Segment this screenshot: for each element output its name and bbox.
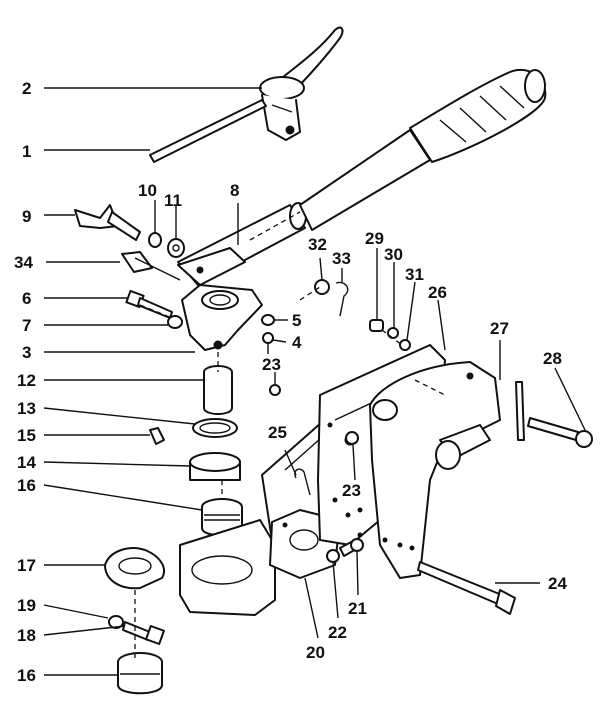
label-15: 15 <box>17 426 36 445</box>
label-21: 21 <box>348 599 367 618</box>
label-24: 24 <box>548 574 567 593</box>
label-5: 5 <box>292 311 301 330</box>
part-17-clamp <box>104 547 165 590</box>
label-25: 25 <box>268 423 287 442</box>
label-32: 32 <box>308 235 327 254</box>
part-6-bolt <box>125 289 173 319</box>
part-14-bushing <box>189 452 241 481</box>
label-29: 29 <box>365 229 384 248</box>
label-27: 27 <box>490 319 509 338</box>
part-32-washer <box>314 279 330 295</box>
part-25-cotter-pin <box>294 468 311 496</box>
label-10: 10 <box>138 181 157 200</box>
label-19: 19 <box>17 596 36 615</box>
label-14: 14 <box>17 453 36 472</box>
label-1: 1 <box>22 142 31 161</box>
label-16-upper: 16 <box>17 476 36 495</box>
part-12-bushing <box>203 365 233 415</box>
label-4: 4 <box>292 333 302 352</box>
part-7-washer <box>167 315 183 329</box>
part-18-bolt <box>122 621 165 645</box>
part-1-link-rod <box>149 99 267 163</box>
label-11: 11 <box>164 191 182 210</box>
label-7: 7 <box>22 316 31 335</box>
part-22-washer <box>326 549 340 563</box>
label-16-lower: 16 <box>17 666 36 685</box>
part-number-labels: 2 1 9 34 6 7 3 12 13 15 14 16 17 19 18 1… <box>14 79 567 685</box>
label-20: 20 <box>306 643 325 662</box>
part-10-washer <box>148 232 162 248</box>
label-34: 34 <box>14 253 33 272</box>
part-11-washer <box>167 238 185 258</box>
part-29-nut <box>369 319 384 332</box>
part-8-tiller-handle <box>177 69 547 286</box>
part-16-bushing-lower <box>117 652 163 695</box>
label-2: 2 <box>22 79 31 98</box>
part-4-pin <box>262 332 274 354</box>
part-23-nut-lower <box>345 431 359 445</box>
label-6: 6 <box>22 289 31 308</box>
part-5-washer <box>261 314 275 326</box>
label-23-top: 23 <box>262 355 281 374</box>
part-9-wing-bolt <box>74 204 141 241</box>
label-28: 28 <box>543 349 562 368</box>
label-26: 26 <box>428 283 447 302</box>
part-34-bolt <box>121 251 181 281</box>
part-19-washer <box>108 615 124 629</box>
label-31: 31 <box>405 265 424 284</box>
part-28-bolt <box>527 417 593 448</box>
label-12: 12 <box>17 371 36 390</box>
part-27-transom-clamp <box>357 361 525 579</box>
part-21-bolt <box>339 538 364 557</box>
part-31-nut <box>399 339 411 351</box>
part-13-o-ring <box>192 418 238 438</box>
label-18: 18 <box>17 626 36 645</box>
label-30: 30 <box>384 245 403 264</box>
label-8: 8 <box>230 181 239 200</box>
part-30-washer <box>387 327 399 339</box>
part-23-nut-top <box>269 384 281 396</box>
leader-lines <box>43 87 586 676</box>
label-13: 13 <box>17 399 36 418</box>
assembly-axis-lines <box>134 211 446 662</box>
label-33: 33 <box>332 249 351 268</box>
part-3-steering-bracket <box>181 284 263 351</box>
part-24-tilt-pin <box>417 561 516 615</box>
part-15-grease-fitting <box>149 427 165 445</box>
label-17: 17 <box>17 556 36 575</box>
label-9: 9 <box>22 207 31 226</box>
part-33-cotter-pin <box>335 281 349 317</box>
label-23-lower: 23 <box>342 481 361 500</box>
label-22: 22 <box>328 623 347 642</box>
label-3: 3 <box>22 343 31 362</box>
part-2-throttle-lever <box>259 26 344 141</box>
